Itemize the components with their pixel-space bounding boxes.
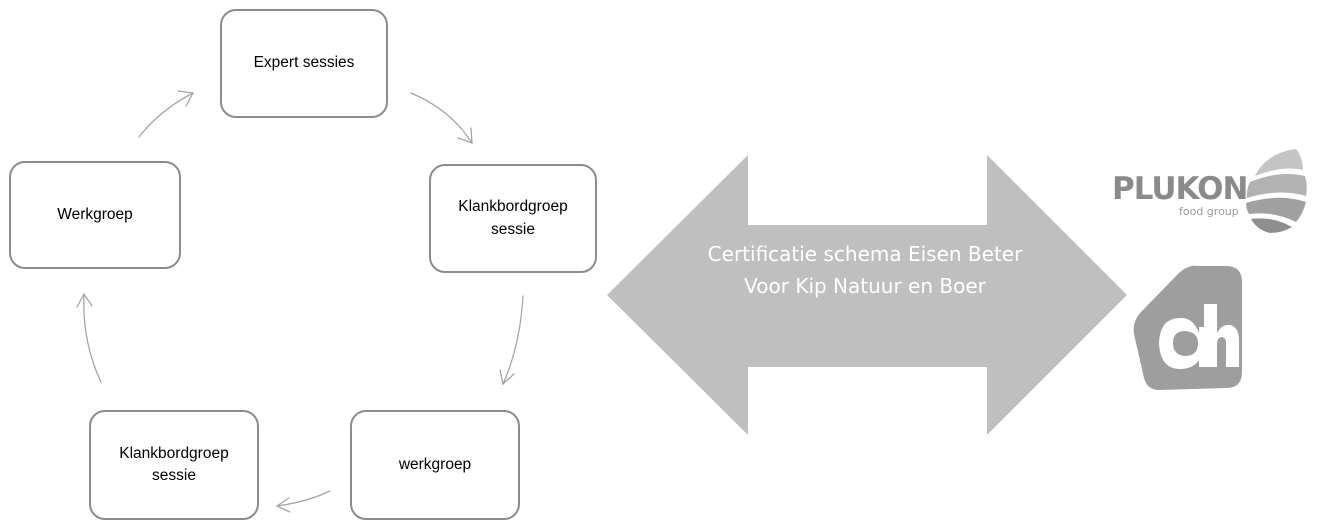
node-label: Werkgroep [57, 205, 133, 223]
connector-arrowhead-4 [76, 292, 93, 308]
node-label: Klankbordgroep sessie [119, 444, 229, 484]
node-werkgroep-left: Werkgroep [9, 161, 181, 269]
connector-arrow-5 [138, 92, 194, 138]
node-klankbordgroep-sessie-bottom-left: Klankbordgroep sessie [89, 410, 259, 520]
node-werkgroep-bottom-right: werkgroep [350, 410, 520, 520]
connector-arrow-2 [502, 295, 524, 385]
connector-arrow-1 [410, 92, 473, 144]
ah-letter-a-icon [1159, 317, 1212, 370]
double-arrow-shape [607, 155, 1127, 435]
plukon-shell-low-icon [1246, 197, 1306, 222]
plukon-shell-base-icon [1251, 218, 1292, 233]
node-label: werkgroep [398, 455, 472, 473]
connector-arrow-3 [276, 490, 331, 507]
plukon-wordmark: PLUKON [1112, 171, 1248, 207]
connector-arrowhead-2 [499, 369, 515, 386]
node-expert-sessies: Expert sessies [220, 9, 388, 118]
connector-arrowhead-1 [457, 127, 473, 144]
node-klankbordgroep-sessie-right: Klankbordgroep sessie [429, 164, 597, 273]
connector-arrowhead-5 [177, 90, 195, 107]
node-label: Klankbordgroep sessie [458, 198, 568, 238]
connector-arrowhead-3 [275, 497, 291, 513]
connector-arrow-4 [83, 293, 102, 383]
node-label: Expert sessies [253, 54, 355, 72]
plukon-shell-mid-icon [1246, 174, 1307, 198]
plukon-tagline: food group [1179, 205, 1239, 218]
double-arrow-label: Certificatie schema Eisen Beter Voor Kip… [707, 242, 1023, 298]
ah-letter-h-icon [1204, 304, 1239, 367]
plukon-shell-top-icon [1255, 149, 1303, 176]
